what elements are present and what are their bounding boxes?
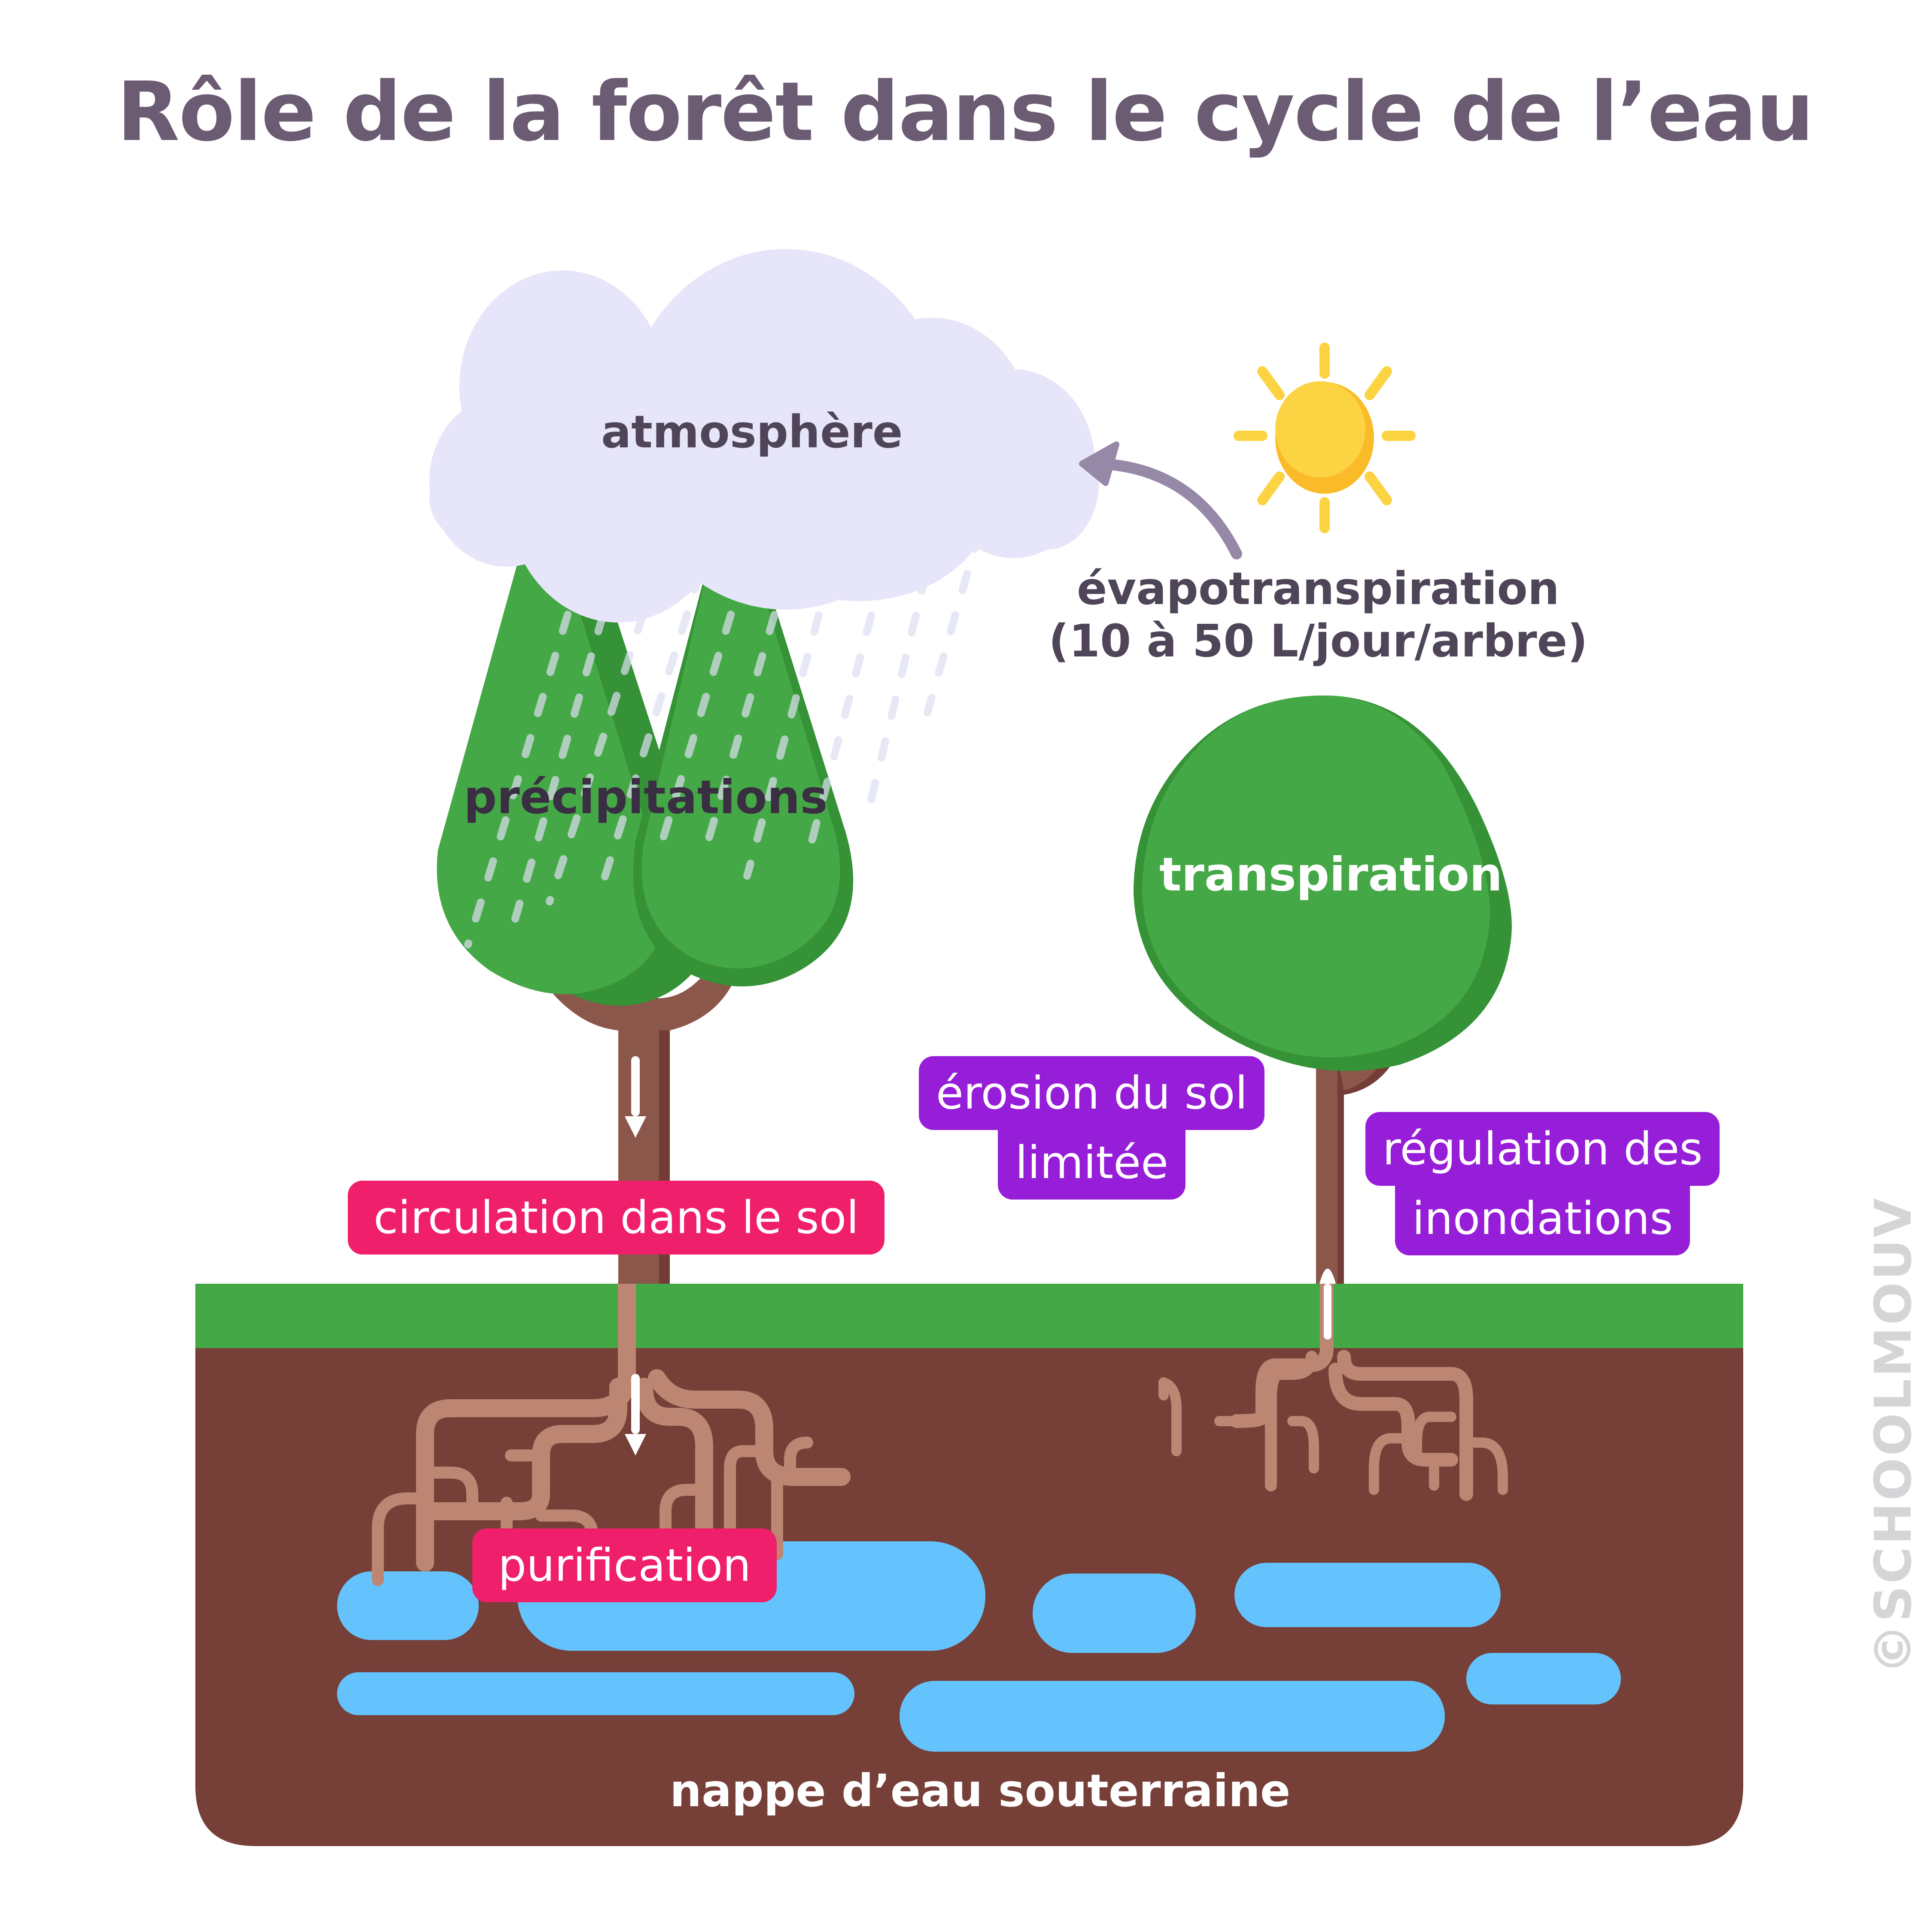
water-pool [1234, 1563, 1501, 1627]
evapotranspiration-rate: (10 à 50 L/jour/arbre) [1049, 615, 1588, 667]
erosion-tag-line1: érosion du sol [919, 1056, 1265, 1130]
water-pool [900, 1681, 1445, 1752]
water-pool [337, 1571, 479, 1640]
sun-icon [1234, 343, 1416, 533]
transpiration-label: transpiration [1159, 848, 1503, 902]
grass-strip [195, 1284, 1743, 1348]
erosion-tag-line2: limitée [998, 1126, 1186, 1200]
regulation-tag-line1: régulation des [1365, 1112, 1720, 1186]
erosion-tag: érosion du sol limitée [919, 1056, 1265, 1200]
groundwater-label: nappe d’eau souterraine [670, 1765, 1291, 1817]
evapotranspiration-label: évapotranspiration (10 à 50 L/jour/arbre… [1048, 562, 1589, 667]
left-tree-roots [372, 1275, 851, 1595]
cloud [429, 249, 1099, 623]
regulation-tag: régulation des inondations [1365, 1112, 1720, 1255]
purification-tag: purification [472, 1528, 777, 1602]
evapotranspiration-arrow [1079, 441, 1242, 559]
circulation-tag: circulation dans le sol [348, 1181, 885, 1255]
flow-arrows [625, 1056, 1336, 1455]
schoolmouv-watermark: ©SCHOOLMOUV [1863, 1196, 1923, 1674]
regulation-tag-line2: inondations [1395, 1182, 1690, 1255]
water-pool [1033, 1574, 1196, 1653]
right-tree-roots [1158, 1277, 1508, 1501]
evapotranspiration-title: évapotranspiration [1077, 562, 1559, 615]
water-pool [337, 1672, 854, 1715]
page-title: Rôle de la forêt dans le cycle de l’eau [117, 64, 1814, 159]
water-pool [1466, 1653, 1621, 1704]
atmosphere-label: atmosphère [601, 406, 903, 458]
purification-tag-text: purification [472, 1528, 777, 1602]
precipitations-label: précipitations [464, 771, 828, 824]
right-tree [1134, 696, 1512, 1284]
circulation-tag-text: circulation dans le sol [348, 1181, 885, 1255]
